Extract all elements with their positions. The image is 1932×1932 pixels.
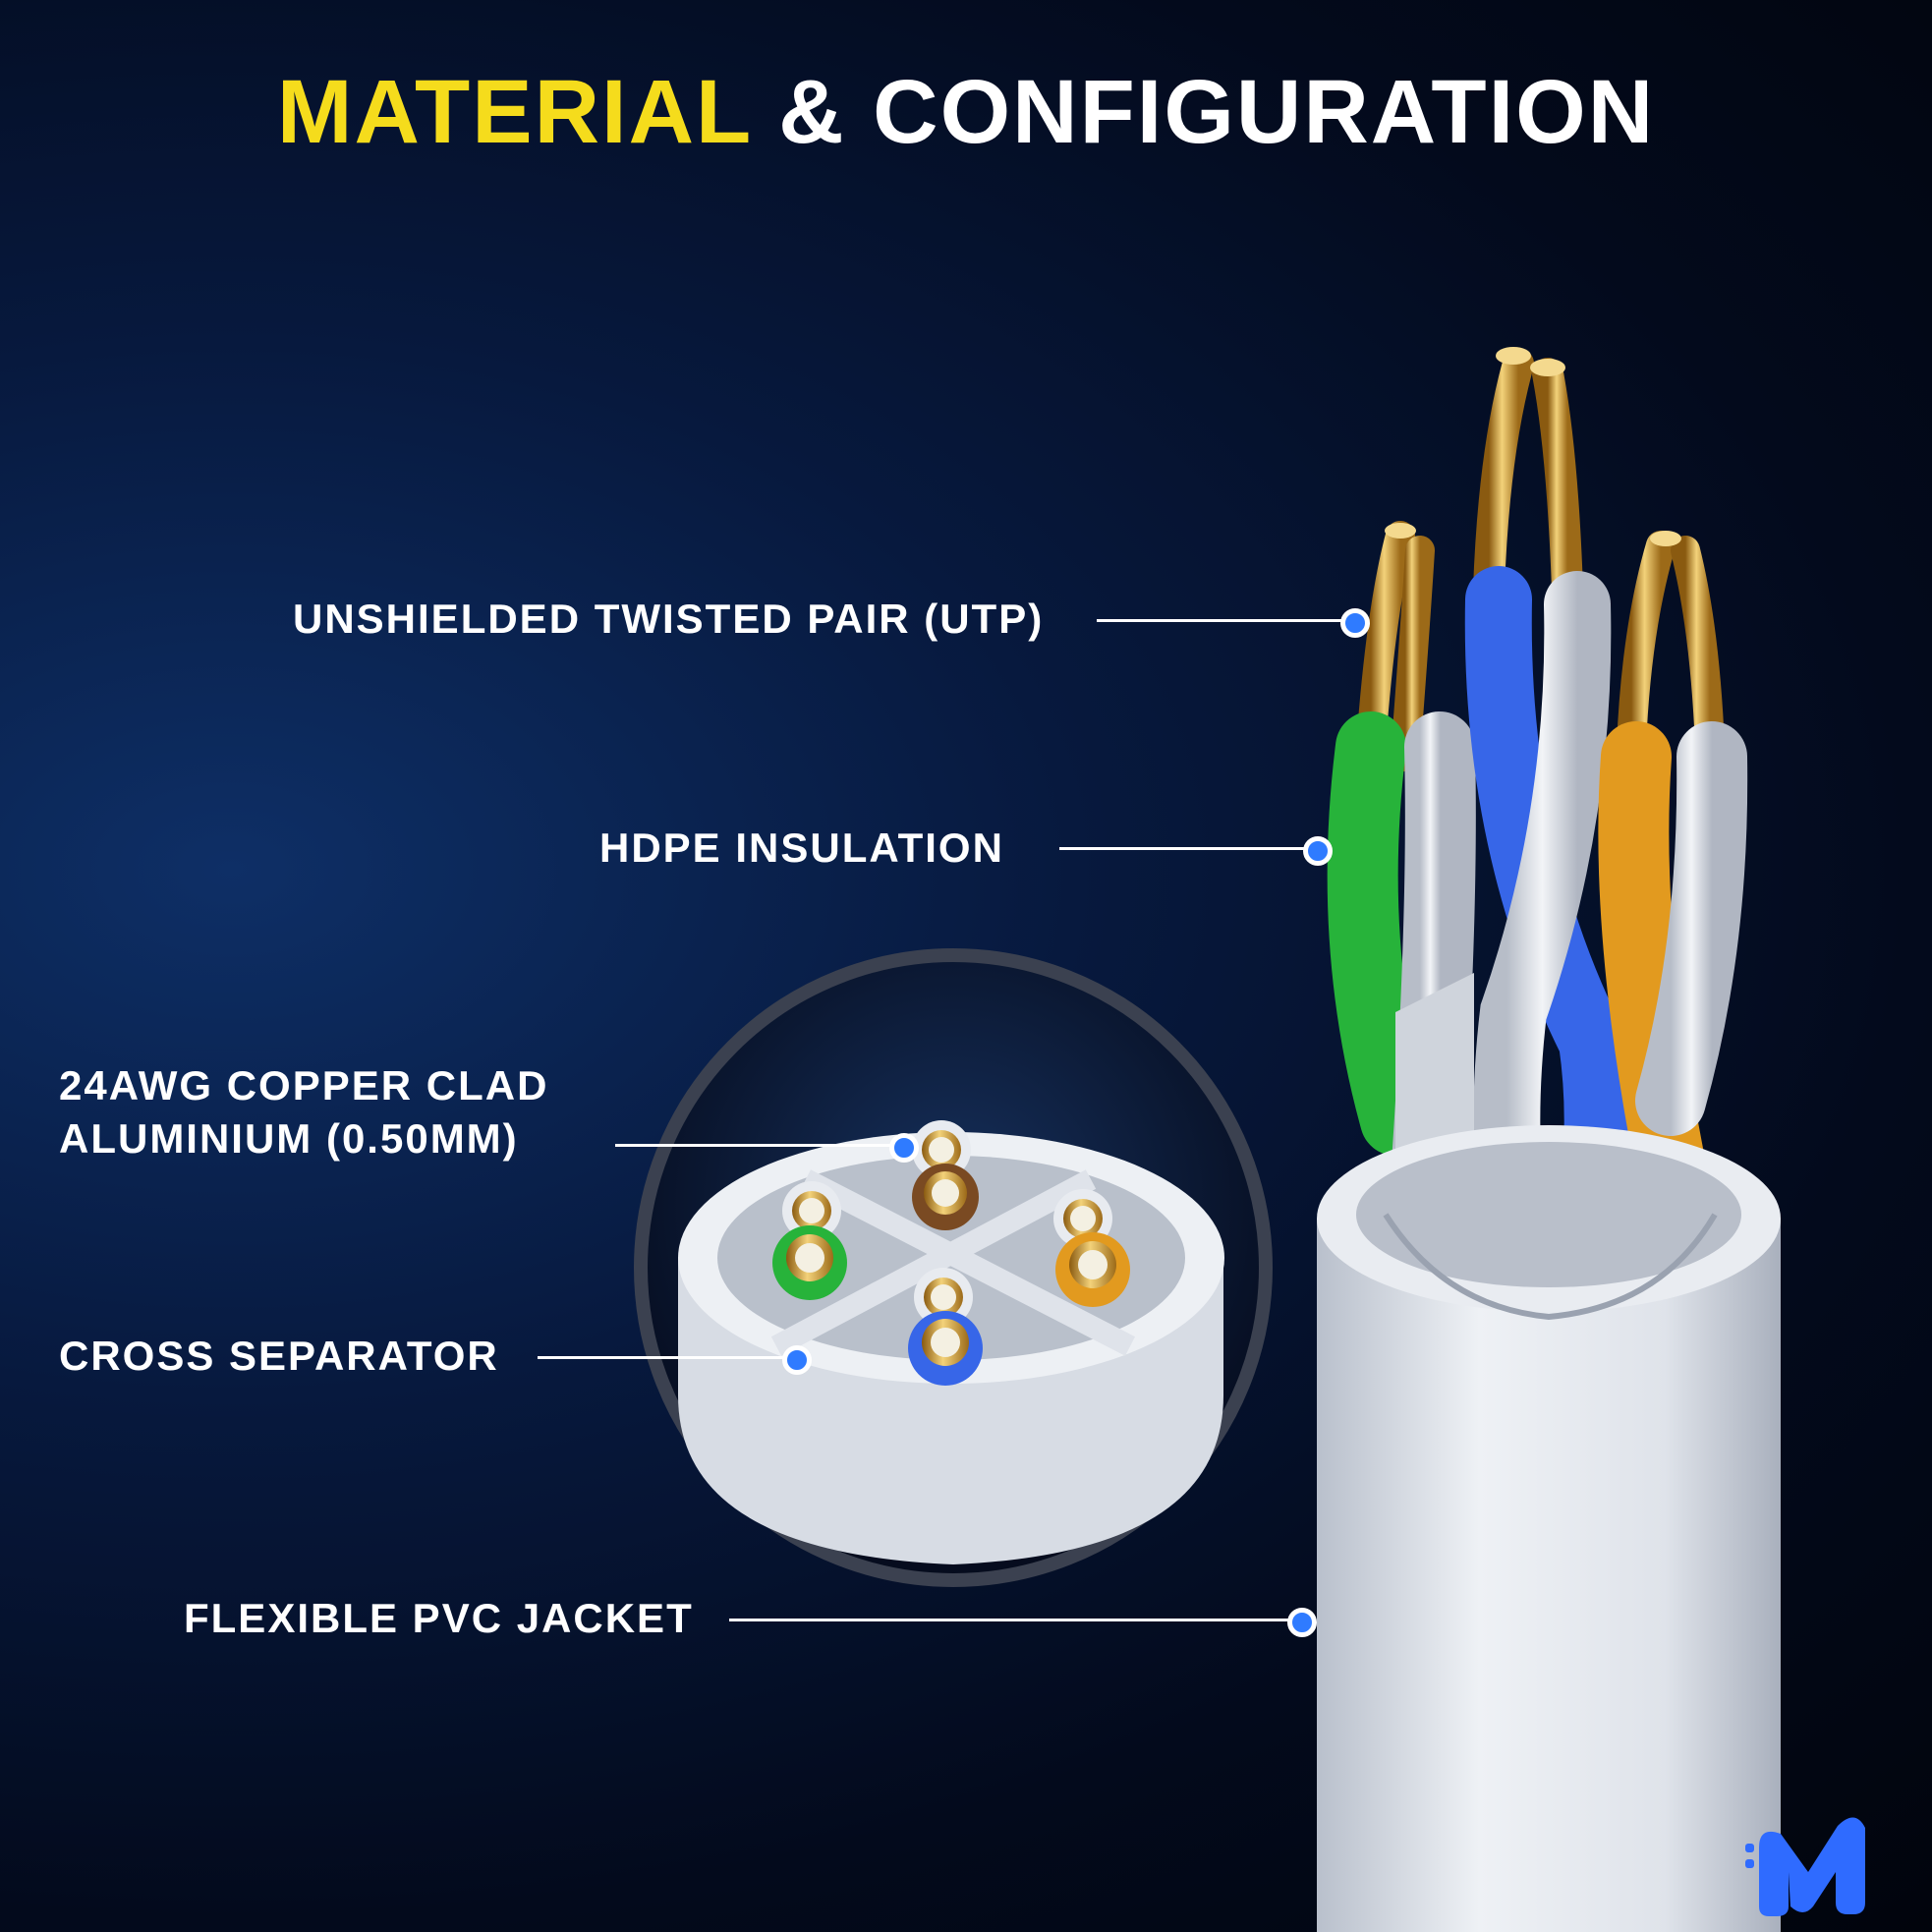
callout-dot-jacket (1287, 1608, 1317, 1637)
callout-dot-utp (1340, 608, 1370, 638)
cross-separator-shape (770, 1169, 1136, 1356)
leader-jacket (729, 1619, 1299, 1621)
title-accent: MATERIAL (276, 62, 752, 162)
callout-dot-copper (889, 1133, 919, 1163)
outer-jacket (1317, 1125, 1781, 1932)
label-copper-line2: ALUMINIUM (0.50MM) (59, 1115, 519, 1162)
label-copper-line1: 24AWG COPPER CLAD (59, 1062, 549, 1108)
callout-dot-hdpe (1303, 836, 1333, 866)
label-utp: UNSHIELDED TWISTED PAIR (UTP) (293, 596, 1045, 642)
copper-conductors (1356, 347, 1725, 771)
leader-separator (538, 1356, 789, 1359)
label-separator: CROSS SEPARATOR (59, 1333, 499, 1379)
page-title: MATERIAL & CONFIGURATION (0, 61, 1932, 164)
callout-dot-separator (782, 1345, 812, 1375)
cross-section-inset (634, 948, 1273, 1587)
label-hdpe: HDPE INSULATION (599, 824, 1004, 871)
label-jacket: FLEXIBLE PVC JACKET (184, 1595, 694, 1641)
leader-copper (615, 1144, 900, 1147)
leader-utp (1097, 619, 1350, 622)
wire-ends (772, 1120, 1130, 1386)
leader-hdpe (1059, 847, 1313, 850)
brand-logo-icon (1745, 1817, 1865, 1916)
title-rest: & CONFIGURATION (751, 62, 1656, 162)
